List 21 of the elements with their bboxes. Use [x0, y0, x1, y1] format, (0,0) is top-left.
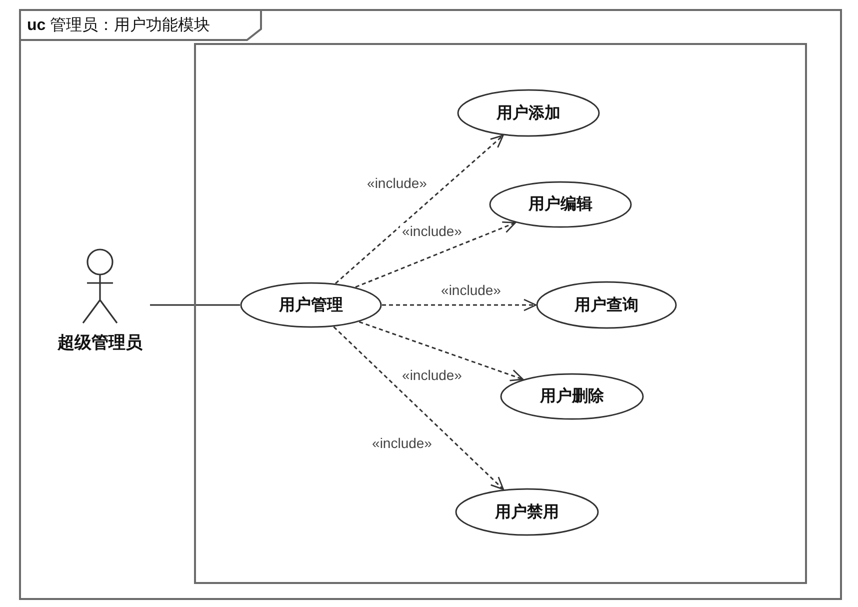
association-line — [150, 304, 240, 306]
use-case-ellipse: 用户添加 — [457, 89, 600, 137]
edge-label: «include» — [439, 282, 503, 298]
dependency-arrow — [355, 221, 516, 288]
edge-label: «include» — [365, 175, 429, 191]
dependency-arrow — [382, 298, 537, 312]
use-case-ellipse: 用户禁用 — [455, 488, 599, 536]
edge-label: «include» — [400, 223, 464, 239]
use-case-ellipse: 用户管理 — [240, 282, 382, 328]
use-case-ellipse: 用户删除 — [500, 373, 644, 420]
dependency-arrow — [333, 326, 504, 490]
actor-name: 超级管理员 — [56, 332, 144, 354]
diagram-frame — [19, 9, 842, 600]
use-case-ellipse: 用户查询 — [536, 281, 677, 329]
frame-title: uc 管理员：用户功能模块 — [21, 11, 262, 41]
use-case-ellipse: 用户编辑 — [489, 181, 632, 228]
dependency-arrow — [358, 321, 524, 382]
edge-label: «include» — [370, 435, 434, 451]
system-boundary — [194, 43, 807, 584]
dependency-arrow — [335, 134, 504, 284]
edge-label: «include» — [400, 367, 464, 383]
